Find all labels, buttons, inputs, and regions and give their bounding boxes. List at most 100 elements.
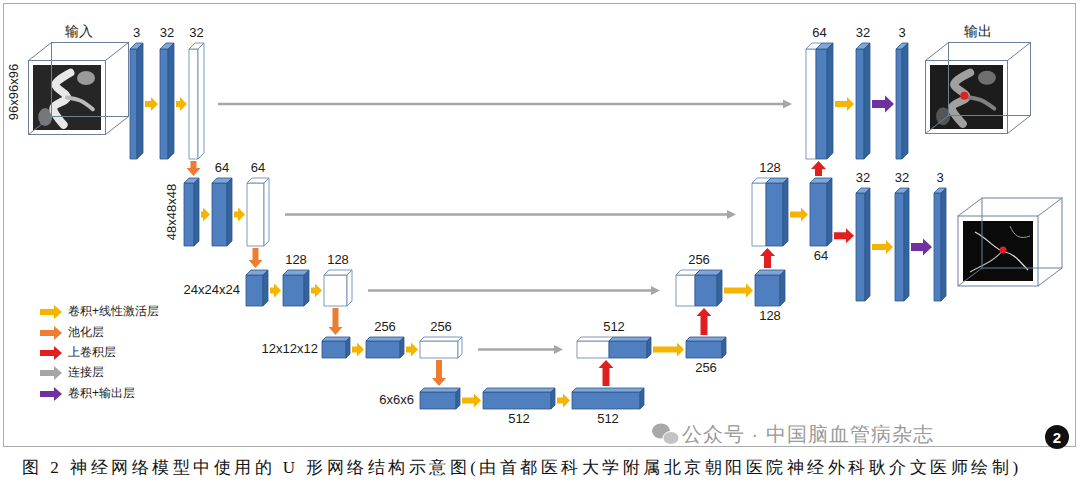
vessel-branch [967,97,995,109]
connector-arrow [478,345,563,354]
legend-arrow [40,326,62,340]
output-map: 3 [896,43,908,159]
feature-map-block [572,388,644,409]
legend-text: 连接层 [68,366,104,379]
connector-arrow [234,208,245,222]
skip-part-front [577,341,609,358]
channel-count: 32 [189,26,203,40]
legend-arrow [40,346,62,360]
cube-front [29,61,106,135]
skip-feature-map: 128 [324,270,352,306]
feature-map-block [806,43,833,159]
channel-count: 64 [251,161,265,175]
legend-swatch [40,325,62,341]
feature-map-block [366,337,404,358]
feature-map-front [686,341,722,358]
feature-map-block [686,337,726,358]
output-volume: 输出 [925,42,1031,134]
connector-arrow [311,284,322,298]
legend-text: 池化层 [68,326,104,339]
feature-map-block [895,188,909,301]
skip-feature-map: 64 [247,178,269,246]
feature-map-front [895,193,904,301]
skip-feature-map: 32 [189,43,204,159]
connector-arrow [872,96,894,113]
feature-map-block [755,270,785,306]
cube-back [982,198,1062,268]
feature-map-side [551,388,555,409]
bubble [663,432,679,445]
feature-map-side [137,43,143,159]
feature-map-side [783,178,788,246]
feature-map: 128 [755,270,785,306]
feature-map-block [212,178,232,246]
dimension-label: 24x24x24 [184,283,240,297]
pooling-arrow [253,248,259,260]
feature-map-side [827,178,832,246]
vessel-trace [975,232,1028,270]
connector-arrow [145,97,158,111]
volume-label: 输出 [964,24,992,39]
feature-map-block [676,270,722,306]
scan-image [930,65,1003,129]
bottleneck-map: 512 [572,388,644,409]
feature-map-block [752,178,788,246]
conv-arrow [352,347,357,353]
input-volume: 输入 [28,42,129,135]
channel-count: 512 [603,320,625,334]
feature-map-side [263,270,268,306]
channel-count: 32 [856,26,870,40]
conv-arrow [201,212,203,218]
feature-map-side [827,43,833,159]
cube-edges [926,43,1031,134]
concat-feature-map: 64 [806,43,833,159]
feature-map-front [483,392,551,409]
feature-map-top [483,388,555,392]
feature-map-front [324,275,347,306]
feature-map-front [934,193,941,301]
feature-map-front [896,49,902,159]
feature-map-block [934,188,946,301]
feature-map: 128 [283,270,309,306]
skip-part-front [676,275,695,306]
dimension-label: 48x48x48 [165,184,179,240]
connector-arrow [835,97,854,111]
connector-arrow [599,360,614,386]
feature-map-front [160,49,168,159]
channel-count: 64 [215,161,229,175]
aneurysm-mark [960,92,968,100]
channel-count: 256 [430,320,452,334]
feature-map-side [304,270,309,306]
unlabeled-feature-maps [184,178,460,409]
feature-map: 64 [212,178,232,246]
upsampled-part-front [609,341,647,358]
feature-map-side [456,388,460,409]
channel-count: 32 [160,26,174,40]
feature-map-block [247,178,269,246]
channel-count: 128 [759,161,781,175]
feature-map-front [130,49,137,159]
upsampled-part-top [609,337,651,341]
wechat-icon [652,424,679,445]
feature-map-side [717,270,722,306]
connector-arrow [811,161,826,176]
feature-map-side [194,178,199,246]
feature-map-front [856,49,864,159]
feature-map-top [420,388,460,392]
feature-map: 32 [856,188,870,301]
feature-map-side [865,188,870,301]
channel-count: 3 [133,26,140,40]
legend-text: 上卷积层 [68,346,116,359]
feature-map: 64 [810,178,832,246]
legend-swatch [40,386,62,402]
legend-swatch [40,304,62,320]
feature-map-front [189,49,198,159]
segmentation-image [963,221,1033,281]
feature-map-side [400,337,404,358]
feature-map-side [864,43,870,159]
feature-map: 32 [856,43,870,159]
cube-front [926,61,1008,134]
volume-cube [28,42,129,135]
cube-edges [958,198,1062,286]
